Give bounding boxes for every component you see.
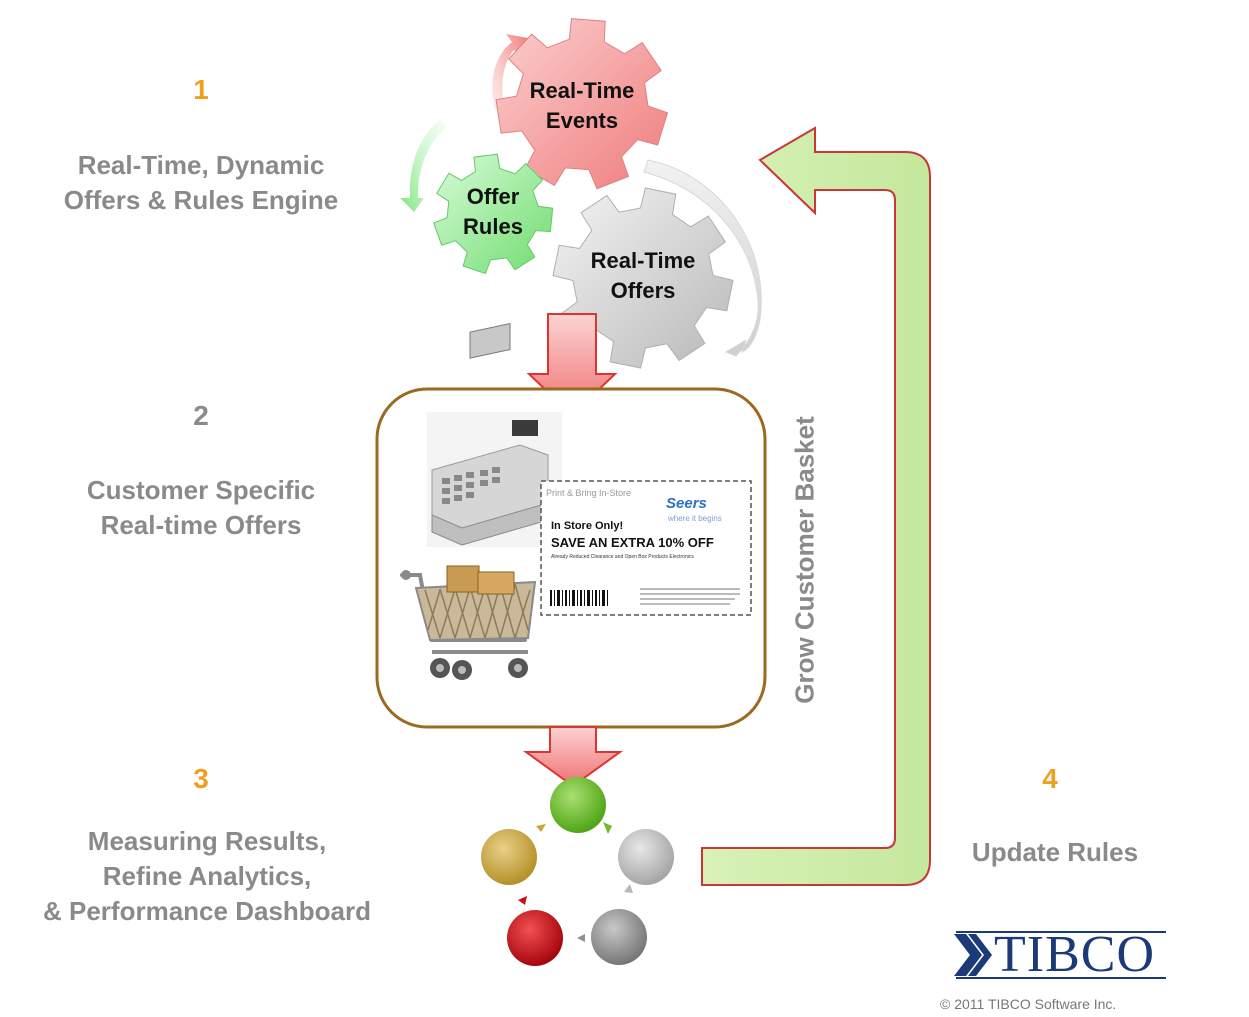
- coupon-line2: SAVE AN EXTRA 10% OFF: [551, 535, 714, 550]
- analytics-cycle: [481, 777, 674, 966]
- gear-label-line: Rules: [463, 214, 523, 239]
- coupon-tagline: where it begins: [667, 514, 722, 523]
- step-label-line: Real-time Offers: [100, 510, 302, 540]
- gear-real-time-events: Real-Time Events: [495, 18, 669, 190]
- coupon-header: Print & Bring In-Store: [546, 488, 631, 498]
- update-rules-loop-arrow: [701, 126, 931, 886]
- step-label-line: Measuring Results,: [87, 826, 327, 856]
- gear-label-line: Offers: [611, 278, 676, 303]
- green-curve-arrow: [400, 120, 446, 212]
- cycle-arrow: [536, 824, 546, 832]
- coupon-line3: Already Reduced Clearance and Open Box P…: [551, 554, 694, 560]
- coupon-line1: In Store Only!: [551, 520, 623, 532]
- gear-label-line: Offer: [467, 184, 520, 209]
- gear-label-line: Events: [546, 108, 618, 133]
- coupon-fine-print: [640, 588, 740, 605]
- gear-label-line: Real-Time: [591, 248, 696, 273]
- cycle-arrow: [518, 896, 527, 905]
- step-label-line: Customer Specific: [86, 475, 316, 505]
- cycle-arrow: [577, 934, 585, 942]
- step-label-1: Real-Time, Dynamic Offers & Rules Engine: [64, 148, 339, 218]
- down-arrow-to-cycle: [522, 726, 624, 788]
- gear-shape: [433, 153, 554, 275]
- barcode: [550, 590, 608, 606]
- tibco-logo: [952, 930, 1166, 980]
- step-number-1: 1: [193, 74, 209, 105]
- gear-label-line: Real-Time: [530, 78, 635, 103]
- grow-customer-basket-label: Grow Customer Basket: [789, 416, 820, 704]
- gear-offer-rules: Offer Rules: [433, 153, 554, 275]
- step-label-4: Update Rules: [972, 835, 1138, 870]
- step-label-line: Offers & Rules Engine: [63, 185, 339, 215]
- step-label-line: Refine Analytics,: [102, 861, 312, 891]
- cycle-arrow: [624, 884, 633, 893]
- step-number-3: 3: [193, 763, 209, 794]
- gear-shape: [552, 187, 734, 369]
- cycle-circle-green: [550, 777, 606, 833]
- step-label-line: Update Rules: [971, 837, 1139, 867]
- shopping-cart-image: [400, 565, 537, 680]
- coupon: Print & Bring In-Store Seers where it be…: [540, 480, 752, 616]
- cycle-circle-gold: [481, 829, 537, 885]
- cycle-arrow: [603, 822, 612, 834]
- cycle-circle-light-gray: [618, 829, 674, 885]
- copyright-text: © 2011 TIBCO Software Inc.: [940, 996, 1117, 1012]
- step-label-3: Measuring Results, Refine Analytics, & P…: [43, 824, 371, 929]
- step-label-2: Customer Specific Real-time Offers: [87, 473, 315, 543]
- step-label-line: Real-Time, Dynamic: [77, 150, 325, 180]
- gray-curve-arrow: [643, 159, 762, 357]
- coupon-brand: Seers: [666, 495, 707, 512]
- gear-shape: [495, 18, 669, 190]
- step-number-2: 2: [193, 400, 209, 431]
- step-label-line: & Performance Dashboard: [43, 896, 371, 926]
- cycle-circle-red: [507, 910, 563, 966]
- cash-register-image: [427, 322, 562, 547]
- gear-real-time-offers: Real-Time Offers: [552, 187, 734, 369]
- tibco-logo-text: TIBCO: [994, 926, 1155, 983]
- step-number-4: 4: [1042, 763, 1058, 794]
- cycle-circle-dark-gray: [591, 909, 647, 965]
